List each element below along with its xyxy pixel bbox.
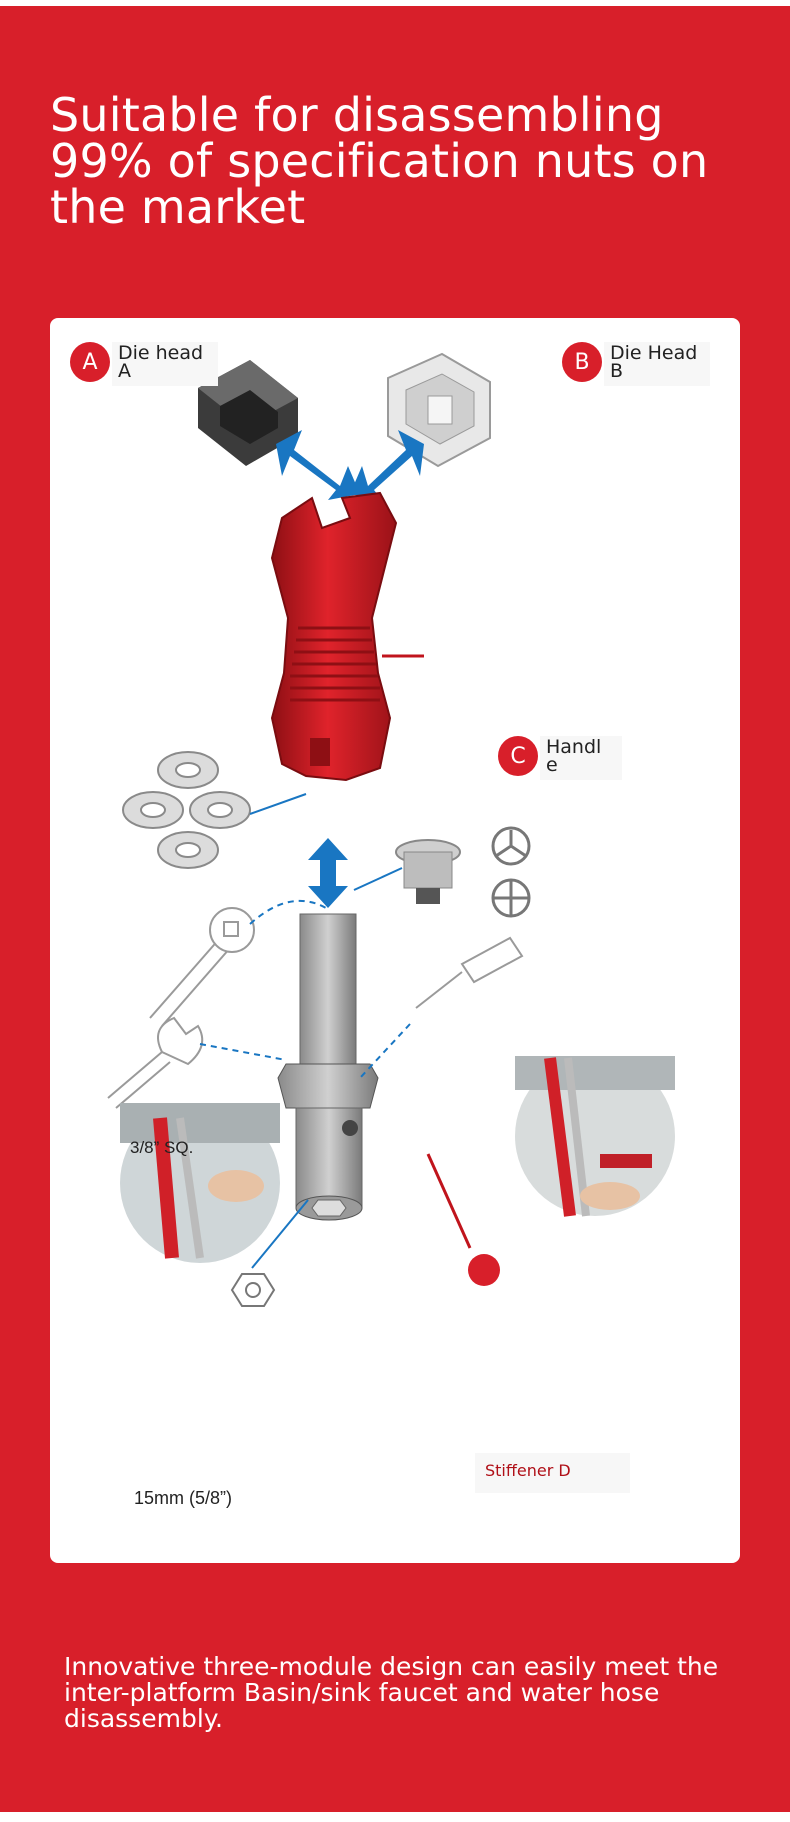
badge-b: B (562, 342, 602, 382)
label-b-line2: B (610, 360, 624, 382)
badge-a: A (70, 342, 110, 382)
double-arrow-vertical-icon (308, 838, 348, 908)
label-die-head-b: B Die Head B (562, 342, 710, 386)
box-wrench-icon (149, 907, 255, 1027)
square-drive-caption: 3/8” SQ. (130, 1138, 194, 1157)
usage-photo-right (515, 1056, 675, 1217)
label-c-line1: Handl (546, 736, 602, 758)
sink-strainer-icon (395, 839, 461, 904)
strainer-ring-icon (491, 826, 531, 918)
open-wrench-dashed-line (199, 1043, 287, 1061)
label-handle: C Handl e (498, 736, 622, 780)
label-a-text: Die head A (112, 342, 218, 386)
stiffener-leader-line (426, 1153, 472, 1249)
label-b-text: Die Head B (604, 342, 710, 386)
screwdriver-dashed-line (359, 1023, 411, 1079)
nut-adapter-icon (122, 751, 251, 869)
tool-illustration (107, 352, 675, 1307)
stiffener-icon (277, 913, 379, 1221)
hex-pointer (251, 1199, 309, 1269)
label-stiffener: Stiffener D (475, 1453, 630, 1493)
stiffener-badge (468, 1254, 500, 1286)
label-die-head-a: A Die head A (70, 342, 218, 386)
label-b-line1: Die Head (610, 342, 698, 364)
label-a-line1: Die head (118, 342, 204, 364)
hex-nut-icon (230, 1273, 276, 1307)
diagram-panel: A Die head A B Die Head B C Handl e 3/8”… (50, 318, 740, 1563)
wrench-handle-icon (270, 491, 398, 782)
strainer-pointer (353, 867, 403, 891)
hex-size-caption: 15mm (5/8”) (134, 1488, 233, 1508)
screwdriver-icon (415, 936, 524, 1009)
label-c-line2: e (546, 754, 558, 776)
open-wrench-icon (107, 1016, 204, 1109)
die-head-a-icon (198, 360, 298, 466)
footer-description: Innovative three-module design can easil… (64, 1652, 719, 1733)
badge-c: C (498, 736, 538, 776)
usage-photo-left (120, 1103, 280, 1263)
label-c-text: Handl e (540, 736, 622, 780)
die-head-b-icon (387, 352, 491, 468)
double-arrow-icon (276, 430, 424, 500)
box-wrench-dashed-line (249, 899, 327, 925)
label-a-line2: A (118, 360, 131, 382)
headline: Suitable for disassembling 99% of specif… (50, 88, 709, 234)
adapter-pointer (249, 793, 307, 815)
